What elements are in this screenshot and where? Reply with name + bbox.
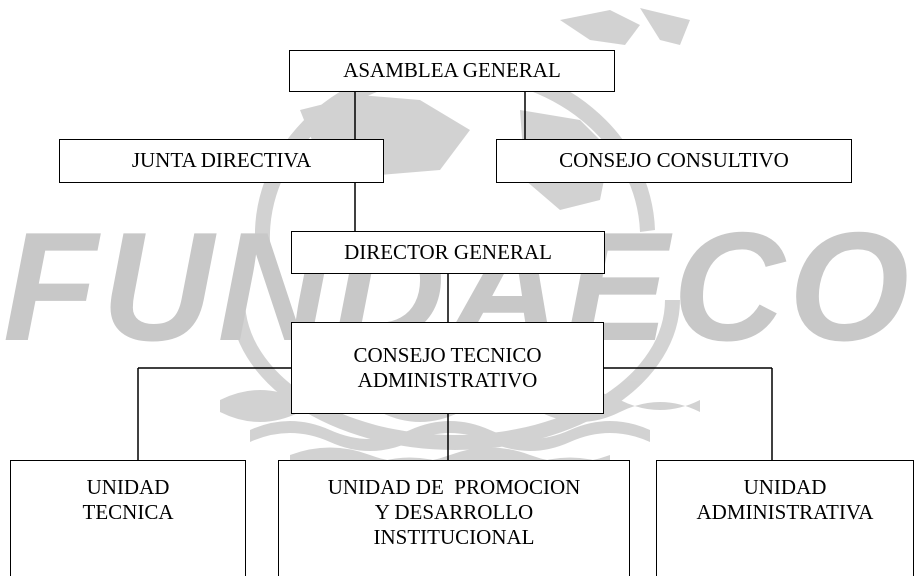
box-junta-directiva: JUNTA DIRECTIVA xyxy=(59,139,384,183)
unidad-administrativa-line2: ADMINISTRATIVA xyxy=(696,500,874,525)
box-unidad-tecnica: UNIDAD TECNICA xyxy=(10,460,246,576)
box-asamblea-general: ASAMBLEA GENERAL xyxy=(289,50,615,92)
unidad-promocion-line1: UNIDAD DE PROMOCION xyxy=(327,475,581,499)
director-label: DIRECTOR GENERAL xyxy=(344,239,552,264)
box-director-general: DIRECTOR GENERAL xyxy=(291,231,605,274)
box-consejo-consultivo: CONSEJO CONSULTIVO xyxy=(496,139,852,183)
box-unidad-promocion: UNIDAD DE PROMOCION Y DESARROLLO INSTITU… xyxy=(278,460,630,576)
asamblea-label: ASAMBLEA GENERAL xyxy=(343,58,561,83)
consejo-consultivo-label: CONSEJO CONSULTIVO xyxy=(559,148,789,173)
unidad-promocion-line3: INSTITUCIONAL xyxy=(373,525,535,550)
box-consejo-tecnico-administrativo: CONSEJO TECNICO ADMINISTRATIVO xyxy=(291,322,604,414)
unidad-tecnica-line2: TECNICA xyxy=(82,500,174,525)
junta-label: JUNTA DIRECTIVA xyxy=(131,148,312,173)
unidad-promocion-line2: Y DESARROLLO xyxy=(374,500,534,525)
box-unidad-administrativa: UNIDAD ADMINISTRATIVA xyxy=(656,460,914,576)
consejo-tecnico-line1: CONSEJO TECNICO xyxy=(353,342,542,367)
consejo-tecnico-line2: ADMINISTRATIVO xyxy=(357,368,538,392)
unidad-administrativa-line1: UNIDAD xyxy=(743,475,827,499)
unidad-tecnica-line1: UNIDAD xyxy=(86,475,170,499)
